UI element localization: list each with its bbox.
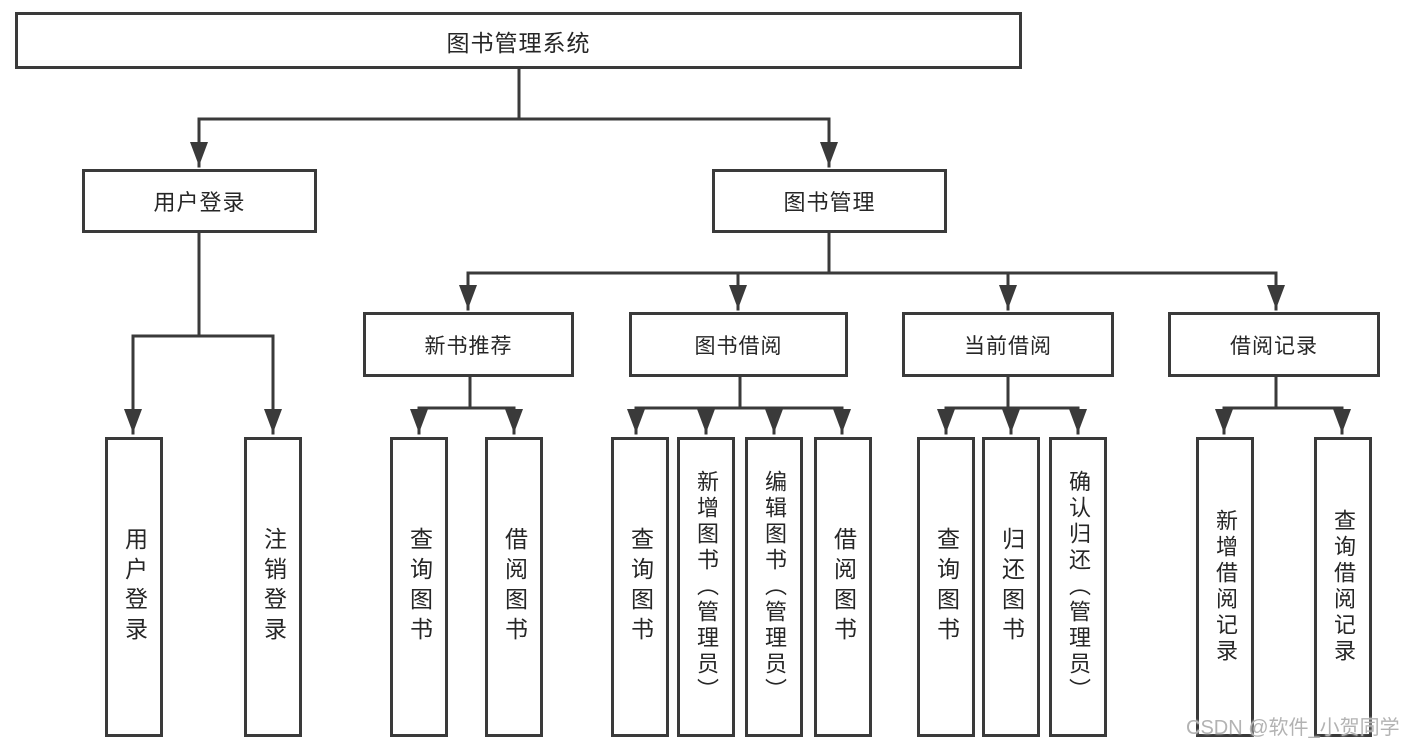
node-label: 编辑图书（管理员）	[762, 470, 787, 704]
node-current-borrowing: 当前借阅	[902, 312, 1114, 377]
node-label: 查询图书	[933, 527, 960, 647]
leaf-borrow-books-recommend: 借阅图书	[485, 437, 543, 737]
node-label: 借阅图书	[830, 527, 857, 647]
leaf-query-borrow-record: 查询借阅记录	[1314, 437, 1372, 737]
node-label: 图书借阅	[694, 334, 783, 358]
node-label: 查询图书	[627, 527, 654, 647]
leaf-user-login: 用户登录	[105, 437, 163, 737]
node-label: 确认归还（管理员）	[1066, 470, 1091, 704]
node-label: 归还图书	[998, 527, 1025, 647]
node-book-management: 图书管理	[712, 169, 947, 233]
node-label: 用户登录	[121, 527, 148, 647]
node-label: 借阅记录	[1230, 334, 1318, 358]
leaf-query-books-borrow: 查询图书	[611, 437, 669, 737]
node-label: 查询借阅记录	[1331, 509, 1356, 665]
leaf-return-book: 归还图书	[982, 437, 1040, 737]
node-user-login: 用户登录	[82, 169, 317, 233]
leaf-query-books-current: 查询图书	[917, 437, 975, 737]
leaf-borrow-books: 借阅图书	[814, 437, 872, 737]
node-label: 图书管理系统	[446, 29, 591, 56]
node-label: 新书推荐	[424, 334, 513, 358]
node-label: 图书管理	[783, 190, 876, 215]
node-label: 注销登录	[260, 527, 287, 647]
leaf-confirm-return-admin: 确认归还（管理员）	[1049, 437, 1107, 737]
node-new-book-recommendation: 新书推荐	[363, 312, 574, 377]
leaf-add-book-admin: 新增图书（管理员）	[677, 437, 735, 737]
node-label: 借阅图书	[501, 527, 528, 647]
csdn-watermark: CSDN @软件_小贺同学	[1186, 717, 1400, 739]
node-label: 查询图书	[406, 527, 433, 647]
node-label: 用户登录	[153, 190, 246, 215]
node-book-borrowing: 图书借阅	[629, 312, 848, 377]
node-label: 新增借阅记录	[1213, 509, 1238, 665]
leaf-query-books-recommend: 查询图书	[390, 437, 448, 737]
leaf-edit-book-admin: 编辑图书（管理员）	[745, 437, 803, 737]
node-label: 新增图书（管理员）	[694, 470, 719, 704]
node-borrowing-records: 借阅记录	[1168, 312, 1380, 377]
leaf-logout: 注销登录	[244, 437, 302, 737]
node-library-management-system: 图书管理系统	[15, 12, 1022, 69]
leaf-add-borrow-record: 新增借阅记录	[1196, 437, 1254, 737]
node-label: 当前借阅	[964, 334, 1052, 358]
